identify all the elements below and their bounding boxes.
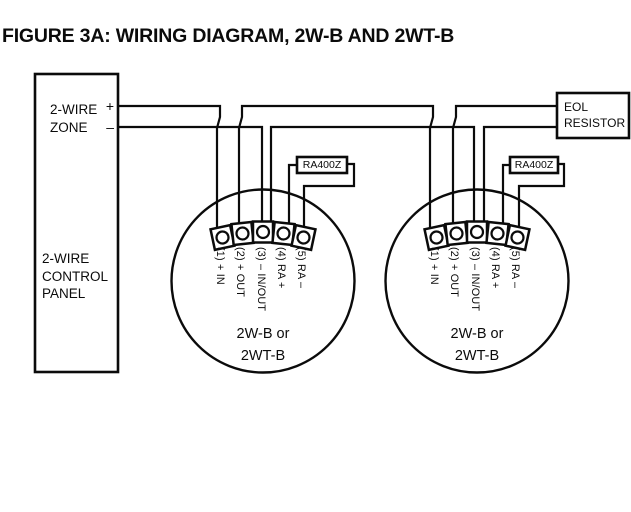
wire-positive-det2-to-eol [451,104,559,233]
detector-2-terminal-2 [444,220,469,247]
detector-1-terminal-label-1: (1) + IN [214,247,226,285]
detector-1-terminal-label-3: (3) – IN/OUT [255,247,267,312]
control-panel-label: 2-WIRE CONTROL PANEL [42,250,108,303]
figure-title: FIGURE 3A: WIRING DIAGRAM, 2W-B AND 2WT-… [2,25,455,47]
wire-ra400z-1-ra-plus [287,163,300,233]
zone-negative-sign: – [106,118,114,135]
detector-2-terminal-label-2: (2) + OUT [448,247,460,298]
zone-negative-row: ZONE – [50,119,114,137]
detector-2-model-line1: 2W-B or [450,326,504,342]
eol-resistor-label: EOL RESISTOR [564,100,625,131]
detector-2-terminal-3 [465,220,489,244]
ra400z-label-1: RA400Z [302,159,342,171]
terminal-screw [255,224,271,240]
wire-ra400z-1-ra-minus [302,162,356,236]
terminal-screw [235,226,250,241]
ra400z-box-1 [295,155,349,175]
wire-negative-det2-to-eol [482,125,559,229]
terminal-screw [490,226,505,241]
zone-label-line1: 2-WIRE [50,102,98,117]
terminal-screw [276,226,291,241]
detector-1-model-line2: 2WT-B [240,347,286,364]
detector-2-model-line2: 2WT-B [454,347,500,364]
detector-2-model-label: 2W-B or 2WT-B [417,324,537,367]
panel-label-line3: PANEL [42,286,86,301]
ra400z-box-2 [508,155,560,175]
detector-2-terminal-label-3: (3) – IN/OUT [469,247,481,312]
detector-2-terminal-label-5: (5) RA – [509,247,521,289]
detector-1-terminal-label-4: (4) RA + [275,247,287,289]
detector-2-terminal-label-1: (1) + IN [428,247,440,285]
zone-positive-sign: + [105,98,114,114]
terminal-screw [449,226,464,241]
detector-1-model-label: 2W-B or 2WT-B [203,324,323,367]
zone-positive-row: 2-WIRE + [50,98,114,119]
terminal-screw [296,230,311,245]
detector-1-terminal-4 [271,220,296,247]
detector-1-terminal-2 [230,220,255,247]
detector-1-terminal-label-2: (2) + OUT [234,247,246,298]
terminal-screw [215,230,230,245]
detector-1-terminal-5 [290,223,317,252]
control-panel-box [33,72,120,374]
detector-1-terminal-label-5: (5) RA – [295,247,307,289]
wire-ra400z-2-ra-plus [501,163,513,233]
detector-1-terminal-3 [251,220,275,244]
detector-1-model-line1: 2W-B or [236,326,290,342]
eol-resistor-box [555,91,631,140]
wire-ra400z-2-ra-minus [517,162,566,236]
detector-2-terminal-label-4: (4) RA + [489,247,501,289]
terminal-screw [429,230,444,245]
detector-2-terminal-5 [504,223,531,252]
eol-label-line2: RESISTOR [564,115,626,130]
eol-label-line1: EOL [564,100,589,114]
panel-zone-label: 2-WIRE + ZONE – [50,98,114,137]
wire-negative-panel-to-det1 [115,125,264,231]
panel-label-line2: CONTROL [42,268,109,284]
terminal-screw [510,230,525,245]
zone-label-line2: ZONE [50,119,88,135]
terminal-screw [469,224,485,240]
wire-positive-panel-to-det1 [115,104,222,235]
panel-label-line1: 2-WIRE [42,251,90,266]
ra400z-label-2: RA400Z [514,159,554,171]
wire-negative-det1-to-det2 [269,125,476,230]
